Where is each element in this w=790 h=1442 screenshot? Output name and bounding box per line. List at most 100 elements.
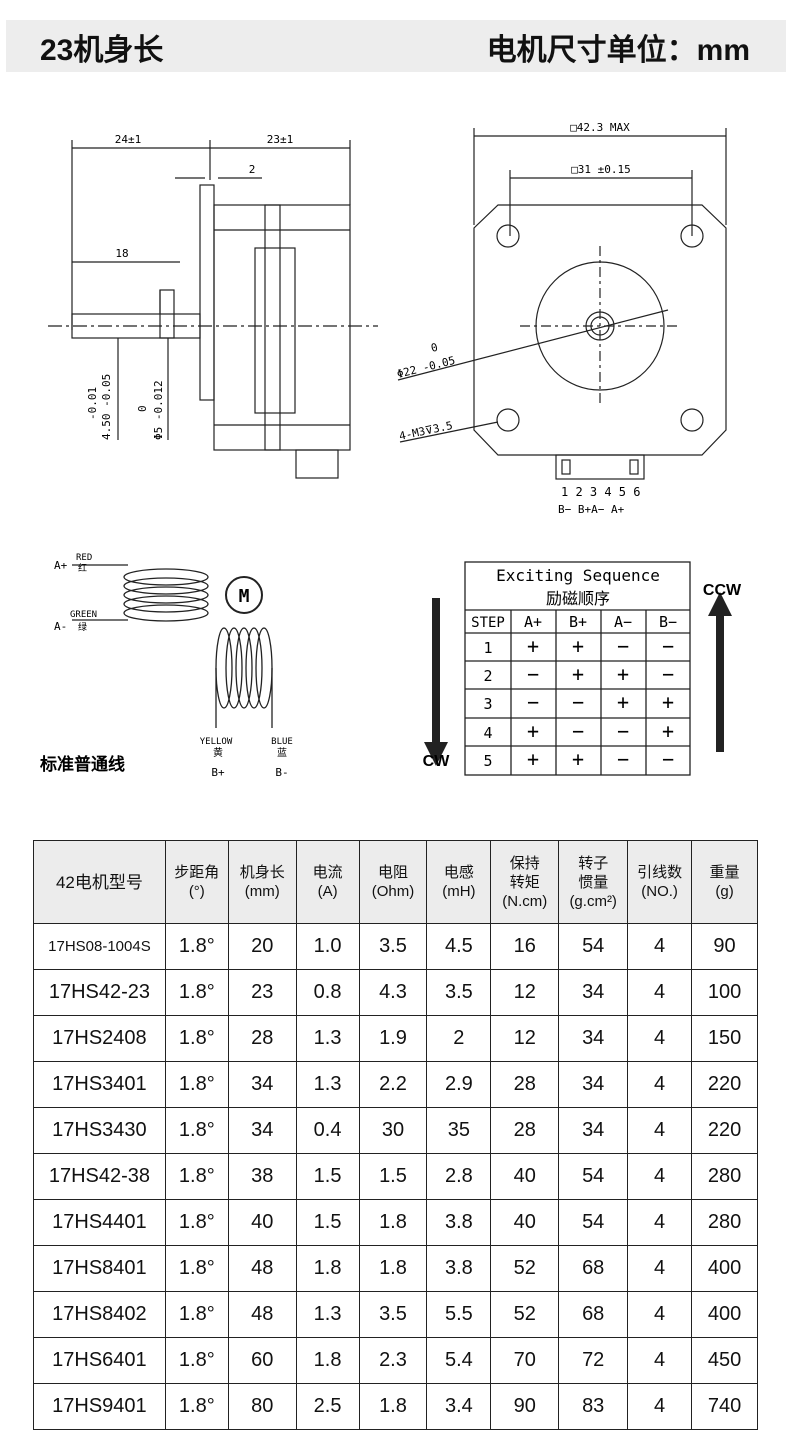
spec-cell: 1.8°	[164, 1245, 229, 1292]
seq-cell: +	[617, 662, 629, 686]
spec-cell: 34	[227, 1061, 297, 1108]
spec-model-cell: 17HS3401	[33, 1061, 166, 1108]
spec-table: 42电机型号步距角(°)机身长(mm)电流(A)电阻(Ohm)电感(mH)保持转…	[33, 840, 758, 1430]
spec-cell: 1.8	[358, 1383, 428, 1430]
spec-cell: 1.8°	[164, 1107, 229, 1154]
spec-cell: 38	[227, 1153, 297, 1200]
spec-cell: 48	[227, 1245, 297, 1292]
dim-23: 23±1	[267, 133, 294, 146]
spec-cell: 83	[558, 1383, 629, 1430]
spec-model-cell: 17HS2408	[33, 1015, 166, 1062]
spec-cell: 1.5	[295, 1153, 360, 1200]
spec-cell: 4	[627, 1015, 693, 1062]
seq-cell: −	[662, 634, 674, 658]
spec-model-cell: 17HS42-23	[33, 969, 166, 1016]
spec-cell: 1.3	[295, 1061, 360, 1108]
spec-cell: 1.5	[295, 1199, 360, 1246]
motor-symbol: M	[239, 586, 250, 607]
page-header: 23机身长 电机尺寸单位：mm	[6, 20, 786, 72]
seq-header-cell: A−	[614, 613, 632, 631]
spec-cell: 4	[627, 1153, 693, 1200]
spec-header-cell: 电感(mH)	[426, 840, 492, 924]
seq-cell: −	[662, 662, 674, 686]
spec-header-cell: 电阻(Ohm)	[358, 840, 428, 924]
wire-a-minus: A-	[54, 620, 67, 633]
seq-cell: 2	[483, 667, 492, 685]
spec-cell: 4	[627, 1291, 693, 1338]
spec-model-cell: 17HS42-38	[33, 1153, 166, 1200]
seq-cell: +	[617, 690, 629, 714]
spec-cell: 740	[691, 1383, 758, 1430]
wiring-caption: 标准普通线	[40, 754, 125, 775]
spec-cell: 220	[691, 1107, 758, 1154]
pin-numbers: 1 2 3 4 5 6	[561, 485, 640, 499]
spec-cell: 1.8	[295, 1245, 360, 1292]
spec-cell: 68	[558, 1291, 629, 1338]
spec-cell: 4	[627, 923, 693, 970]
spec-cell: 4.3	[358, 969, 428, 1016]
boss-tol-b: Φ22 -0.05	[396, 354, 457, 381]
wire-blue-en: BLUE	[271, 737, 293, 747]
spec-cell: 1.0	[295, 923, 360, 970]
spec-cell: 1.8°	[164, 1337, 229, 1384]
seq-title-en: Exciting Sequence	[496, 566, 660, 585]
spec-cell: 1.8°	[164, 969, 229, 1016]
shaft-dia-tol-a: 0	[136, 405, 149, 412]
spec-cell: 4	[627, 1107, 693, 1154]
ccw-label: CCW	[703, 582, 742, 599]
seq-title-cn: 励磁顺序	[546, 589, 610, 608]
spec-cell: 5.4	[426, 1337, 492, 1384]
front-view	[397, 128, 727, 480]
spec-cell: 52	[490, 1291, 560, 1338]
spec-cell: 35	[426, 1107, 492, 1154]
seq-cell: 4	[483, 724, 492, 742]
seq-cell: +	[527, 719, 539, 743]
screw-spec: 4-M3⊽3.5	[398, 419, 454, 443]
spec-cell: 40	[490, 1153, 560, 1200]
spec-cell: 1.5	[358, 1153, 428, 1200]
wire-yellow-cn: 黄	[213, 746, 223, 759]
spec-cell: 4	[627, 1061, 693, 1108]
spec-cell: 3.8	[426, 1245, 492, 1292]
shaft-dia-tol-b: Φ5 -0.012	[152, 380, 165, 440]
spec-cell: 1.3	[295, 1291, 360, 1338]
dim-24: 24±1	[115, 133, 142, 146]
spec-header-cell: 引线数(NO.)	[627, 840, 693, 924]
spec-cell: 1.8°	[164, 1199, 229, 1246]
seq-cell: −	[527, 690, 539, 714]
seq-cell: +	[662, 690, 674, 714]
dim-max: □42.3 MAX	[570, 121, 630, 134]
wire-red-en: RED	[76, 553, 92, 563]
spec-cell: 90	[691, 923, 758, 970]
spec-cell: 2.8	[426, 1153, 492, 1200]
spec-cell: 40	[227, 1199, 297, 1246]
dim-18: 18	[115, 247, 128, 260]
spec-cell: 4.5	[426, 923, 492, 970]
spec-cell: 2.3	[358, 1337, 428, 1384]
spec-header-cell: 重量(g)	[691, 840, 758, 924]
seq-header-cell: B+	[569, 613, 587, 631]
spec-header-row: 42电机型号步距角(°)机身长(mm)电流(A)电阻(Ohm)电感(mH)保持转…	[33, 840, 758, 924]
shaft-tol-a: -0.01	[86, 387, 99, 420]
spec-cell: 1.8°	[164, 923, 229, 970]
seq-cell: −	[617, 634, 629, 658]
spec-cell: 2.2	[358, 1061, 428, 1108]
spec-cell: 34	[558, 1015, 629, 1062]
spec-cell: 4	[627, 1383, 693, 1430]
seq-header-cell: A+	[524, 613, 542, 631]
spec-cell: 30	[358, 1107, 428, 1154]
spec-cell: 54	[558, 923, 629, 970]
spec-cell: 1.3	[295, 1015, 360, 1062]
spec-cell: 16	[490, 923, 560, 970]
spec-cell: 70	[490, 1337, 560, 1384]
wiring-diagram: A+ RED 红 A- GREEN 绿 M YELLOW 黄 B+ BLUE 蓝…	[40, 553, 293, 779]
seq-cell: −	[662, 747, 674, 771]
spec-cell: 1.8	[358, 1199, 428, 1246]
cw-label: CW	[423, 753, 451, 770]
